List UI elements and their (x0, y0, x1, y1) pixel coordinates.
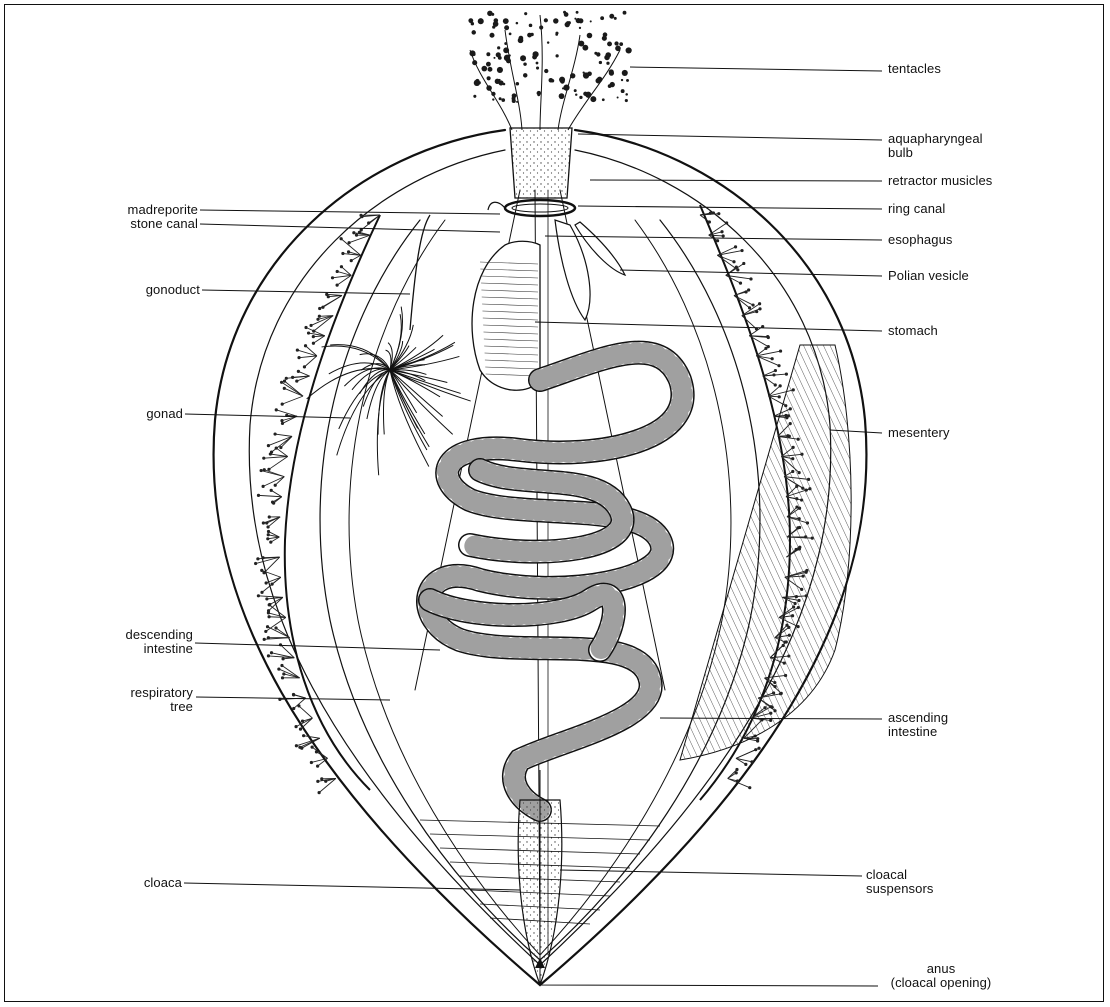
aquapharyngeal-bulb (510, 128, 572, 198)
label-stone-canal: stone canal (60, 217, 198, 231)
label-descending-intestine: descending intestine (60, 628, 193, 656)
label-ring-canal: ring canal (888, 202, 945, 216)
label-anus: anus (cloacal opening) (866, 962, 1016, 990)
label-gonad: gonad (60, 407, 183, 421)
mesentery-panel (680, 345, 851, 760)
label-tentacles: tentacles (888, 62, 941, 76)
label-mesentery: mesentery (888, 426, 950, 440)
label-esophagus: esophagus (888, 233, 953, 247)
label-cloacal-suspensors: cloacal suspensors (866, 868, 933, 896)
label-aquapharyngeal-bulb: aquapharyngeal bulb (888, 132, 983, 160)
label-polian-vesicle: Polian vesicle (888, 269, 969, 283)
label-stomach: stomach (888, 324, 938, 338)
label-madreporite: madreporite (60, 203, 198, 217)
label-gonoduct: gonoduct (60, 283, 200, 297)
ring-canal (505, 200, 575, 216)
label-respiratory-tree: respiratory tree (60, 686, 193, 714)
label-retractor-muscles: retractor musicles (888, 174, 992, 188)
label-cloaca: cloaca (60, 876, 182, 890)
gonoduct (410, 215, 430, 330)
label-ascending-intestine: ascending intestine (888, 711, 948, 739)
